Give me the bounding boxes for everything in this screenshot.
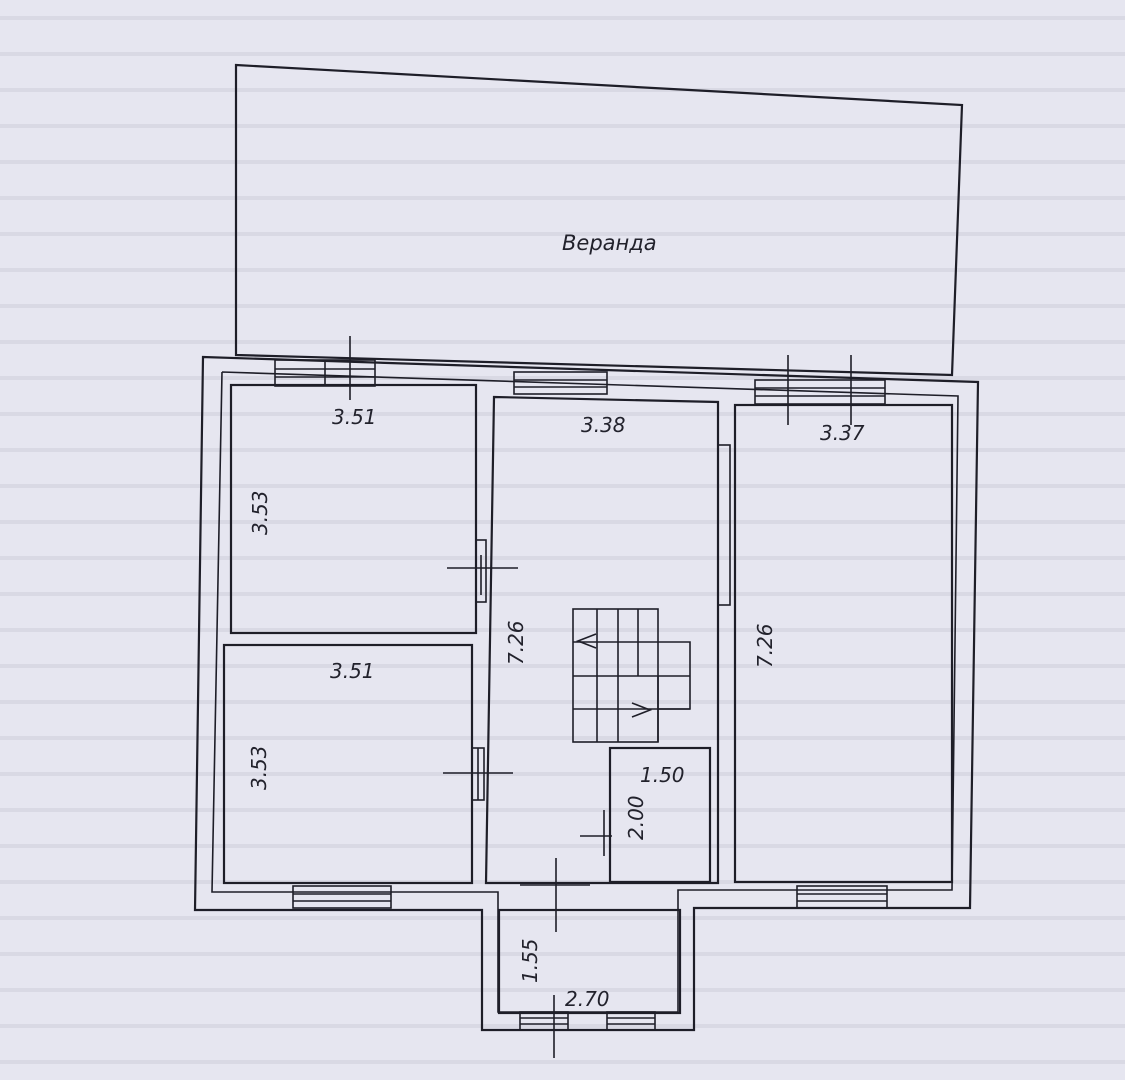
porch-width-label: 2.70 — [565, 987, 610, 1011]
bedroom-top-left-depth-label: 3.53 — [248, 490, 272, 535]
room-hall — [484, 395, 720, 885]
room-right — [733, 403, 954, 884]
room-right-width-label: 3.37 — [820, 421, 865, 445]
porch-depth-label: 1.55 — [518, 938, 542, 983]
hall-width-label: 3.38 — [581, 413, 626, 437]
staircase — [572, 608, 691, 743]
window-bedroom-bottom — [292, 885, 392, 909]
room-entrance-porch — [497, 908, 682, 1015]
stair-arrow-down — [631, 702, 653, 718]
door-room-right — [717, 444, 731, 606]
bathroom-depth-label: 2.00 — [624, 795, 648, 840]
bedroom-bottom-left-depth-label: 3.53 — [247, 745, 271, 790]
window-hall-top — [513, 371, 608, 395]
room-bedroom-top-left — [229, 383, 478, 635]
bathroom-width-label: 1.50 — [640, 763, 685, 787]
veranda-label: Веранда — [562, 231, 657, 255]
bedroom-top-left-width-label: 3.51 — [332, 405, 377, 429]
bedroom-bottom-left-width-label: 3.51 — [330, 659, 375, 683]
door-bedroom-bottom — [443, 747, 513, 801]
room-right-depth-label: 7.26 — [753, 623, 777, 668]
window-right-top — [754, 355, 886, 425]
window-bedroom-top — [274, 336, 376, 400]
door-bathroom — [580, 810, 612, 856]
stair-arrow-up — [575, 633, 597, 649]
window-porch — [519, 1011, 656, 1031]
room-bathroom — [608, 746, 712, 884]
veranda-outline — [234, 63, 964, 377]
window-right-bottom — [796, 885, 888, 909]
hall-depth-label: 7.26 — [504, 620, 528, 665]
house-outer-wall — [193, 355, 980, 1032]
door-bedroom-top — [447, 539, 518, 603]
door-entrance — [520, 858, 590, 1058]
